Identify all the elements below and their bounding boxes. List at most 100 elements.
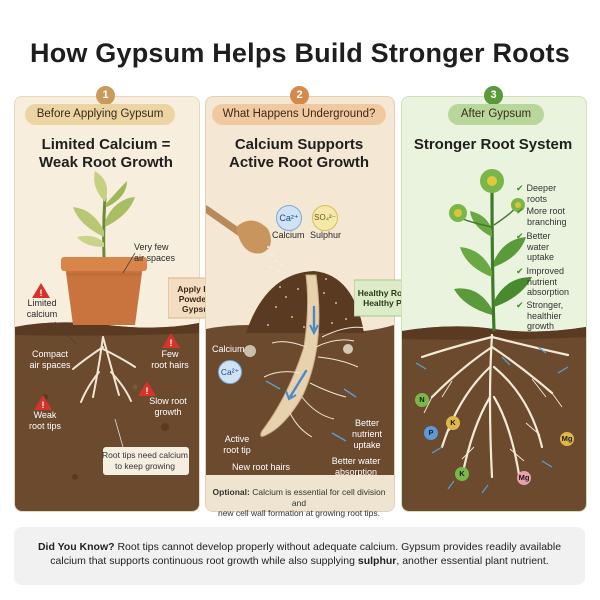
benefit-text: branching <box>527 216 567 227</box>
benefit-line: ✔Deeper <box>516 183 585 194</box>
panel1-heading-line2: Weak Root Growth <box>39 154 173 171</box>
did-you-know-text-1: Root tips cannot develop properly withou… <box>114 541 562 553</box>
label-few: Few <box>161 349 179 359</box>
tab-before-applying: Before Applying Gypsum <box>25 104 175 125</box>
benefit-line: ✔Stronger, <box>516 300 585 311</box>
calcium-ion-icon: Ca²⁺ <box>276 205 302 231</box>
label-absorption: absorption <box>334 467 378 477</box>
label-very-few-air-spaces: Very few air spaces <box>134 242 175 264</box>
benefit-line: ✔Improved <box>516 266 585 277</box>
benefit-text: Stronger, <box>526 300 564 310</box>
sulphate-ion-icon: SO₄²⁻ <box>312 205 338 231</box>
before-illustration: ! ! ! ! <box>15 171 199 511</box>
sulphur-legend-label: Sulphur <box>310 230 342 240</box>
nutrient-dot: N <box>415 393 429 407</box>
calcium-legend-label: Calcium <box>272 230 305 240</box>
nutrient-dot: K <box>455 467 469 481</box>
note-line1: Root tips need calcium <box>102 450 188 460</box>
nutrient-dot: P <box>424 426 438 440</box>
label-very-few: Very few <box>134 242 169 252</box>
benefit-text: Deeper <box>526 183 557 193</box>
label-better-nutrient-uptake: Better nutrient uptake <box>344 418 390 451</box>
panel2-heading-line1: Calcium Supports <box>234 136 364 153</box>
nutrient-dot: Mg <box>560 432 574 446</box>
benefit-line: branching <box>527 217 585 228</box>
benefit-text: More root <box>526 206 566 216</box>
label-compact: Compact <box>31 349 68 359</box>
svg-text:!: ! <box>40 288 43 298</box>
label-air-spaces: air spaces <box>134 253 176 263</box>
label-new-root-hairs: New root hairs <box>232 462 291 472</box>
arrow1-line1: Apply Fine <box>177 284 221 294</box>
benefit-text: absorption <box>527 287 570 297</box>
root-tips-note: Root tips need calcium to keep growing <box>102 450 188 471</box>
panel-underground <box>205 96 395 512</box>
optional-text-1: Calcium is essential for cell division a… <box>249 487 386 508</box>
page-title: How Gypsum Helps Build Stronger Roots <box>30 38 570 68</box>
label-limited: Limited <box>27 298 57 308</box>
label-growth: growth <box>154 407 182 417</box>
benefit-text: growth <box>527 321 555 331</box>
did-you-know-box: Did You Know? Root tips cannot develop p… <box>14 527 585 585</box>
arrow1-label: Apply Fine Powdered Gypsum <box>168 284 230 314</box>
benefit-line: absorption <box>527 287 585 298</box>
label-root-tips: root tips <box>28 421 61 431</box>
label-calcium-underground: Calcium <box>212 344 245 354</box>
label-compact-air-spaces: Compact air spaces <box>20 349 80 371</box>
panel2-heading-line2: Active Root Growth <box>228 154 369 171</box>
label-better-water-absorption: Better water absorption <box>322 456 390 478</box>
panel3-heading: Stronger Root System <box>413 136 573 153</box>
arrow2-line2: Healthy Plant <box>363 298 417 308</box>
benefit-line: healthier <box>527 311 585 322</box>
tab-what-happens: What Happens Underground? <box>212 104 386 125</box>
did-you-know-sulphur: sulphur <box>357 555 397 567</box>
label-nutrient: nutrient <box>351 429 383 439</box>
tab-after-gypsum: After Gypsum <box>448 104 544 125</box>
label-active: Active <box>224 434 250 444</box>
optional-label: Optional: <box>212 487 250 497</box>
benefit-line: growth <box>527 321 585 332</box>
label-active-root-tip: Active root tip <box>214 434 260 456</box>
check-icon: ✔ <box>516 231 524 241</box>
label-better: Better <box>354 418 379 428</box>
panel1-heading-line1: Limited Calcium = <box>41 136 171 153</box>
benefit-line: roots <box>527 194 585 205</box>
label-weak: Weak <box>33 410 57 420</box>
label-weak-root-tips: Weak root tips <box>20 410 70 432</box>
benefit-text: roots <box>527 193 548 204</box>
nutrient-dot: K <box>446 416 460 430</box>
note-line2: to keep growing <box>114 460 175 471</box>
label-root-tip: root tip <box>223 445 251 455</box>
svg-text:!: ! <box>170 338 173 348</box>
did-you-know-text-2b: , another essential plant nutrient. <box>396 555 549 567</box>
benefit-line: nutrient <box>527 277 585 288</box>
svg-text:!: ! <box>146 386 149 396</box>
benefit-line: ✔More root <box>516 206 585 217</box>
benefit-line: water <box>527 242 585 253</box>
arrow1-line3: Gypsum <box>181 304 216 314</box>
optional-text-2: new cell wall formation at growing root … <box>217 508 381 518</box>
step-2-badge: 2 <box>290 86 309 105</box>
label-few-root-hairs: Few root hairs <box>146 349 194 371</box>
arrow1-line2: Powdered <box>178 294 220 304</box>
label-slow-root: Slow root <box>149 396 187 406</box>
label-better-water: Better water <box>331 456 381 466</box>
label-uptake: uptake <box>353 440 381 450</box>
benefit-text: Better <box>526 231 551 241</box>
label-limited-calcium: Limited calcium <box>22 298 62 320</box>
check-icon: ✔ <box>516 183 524 193</box>
after-illustration <box>402 169 586 511</box>
benefit-text: uptake <box>527 252 555 262</box>
nutrient-dot: Mg <box>517 471 531 485</box>
did-you-know-lead: Did You Know? <box>37 541 115 553</box>
svg-text:!: ! <box>42 400 45 410</box>
step-3-badge: 3 <box>484 86 503 105</box>
check-icon: ✔ <box>516 266 524 276</box>
arrow2-line1: Healthy Roots = <box>357 288 423 298</box>
panel-after <box>401 96 587 512</box>
